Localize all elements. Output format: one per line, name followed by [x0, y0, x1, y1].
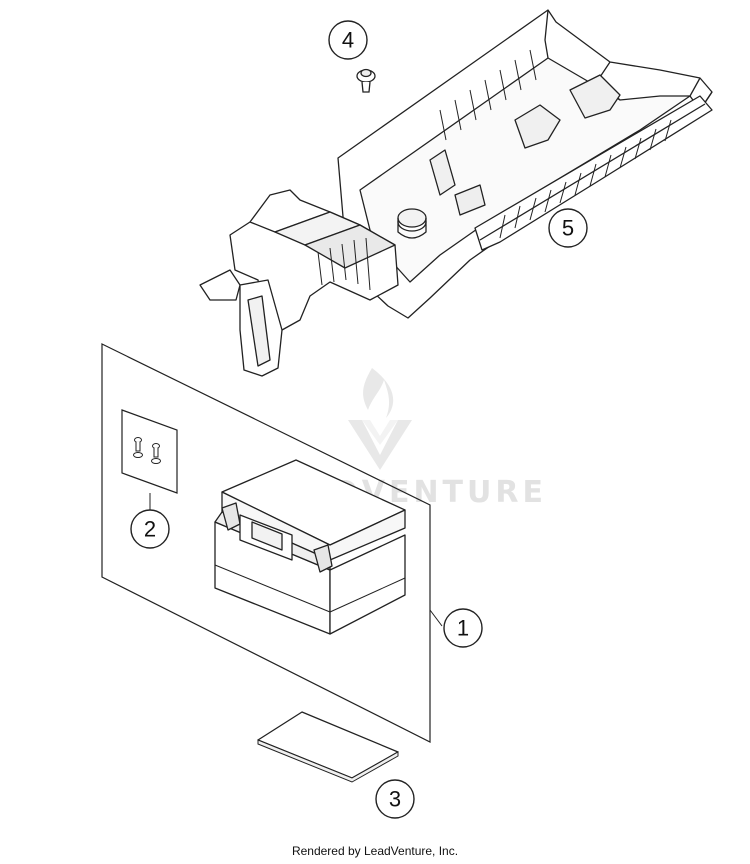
battery-pad-part: [257, 711, 399, 783]
callout-2: 2: [130, 509, 170, 549]
callout-5: 5: [548, 208, 588, 248]
screw-icon: [151, 443, 161, 464]
callout-4-label: 4: [342, 28, 354, 53]
callout-1: 1: [443, 608, 483, 648]
callout-4: 4: [328, 20, 368, 60]
leadventure-logo-icon: [348, 368, 412, 470]
footer-credit: Rendered by LeadVenture, Inc.: [291, 844, 459, 858]
leader-lines: [149, 493, 443, 627]
fastener-part: [356, 68, 376, 93]
callout-5-label: 5: [562, 216, 574, 241]
callout-2-label: 2: [144, 517, 156, 542]
callout-3-label: 3: [389, 787, 401, 812]
callout-3: 3: [375, 779, 415, 819]
battery-part: [214, 459, 406, 635]
battery-kit-outline: [101, 343, 431, 743]
leader-line-1: [429, 609, 443, 627]
battery-holder-part: [199, 9, 713, 377]
screw-icon: [133, 437, 143, 458]
callout-1-label: 1: [457, 616, 469, 641]
screw-kit-outline: [121, 409, 178, 494]
